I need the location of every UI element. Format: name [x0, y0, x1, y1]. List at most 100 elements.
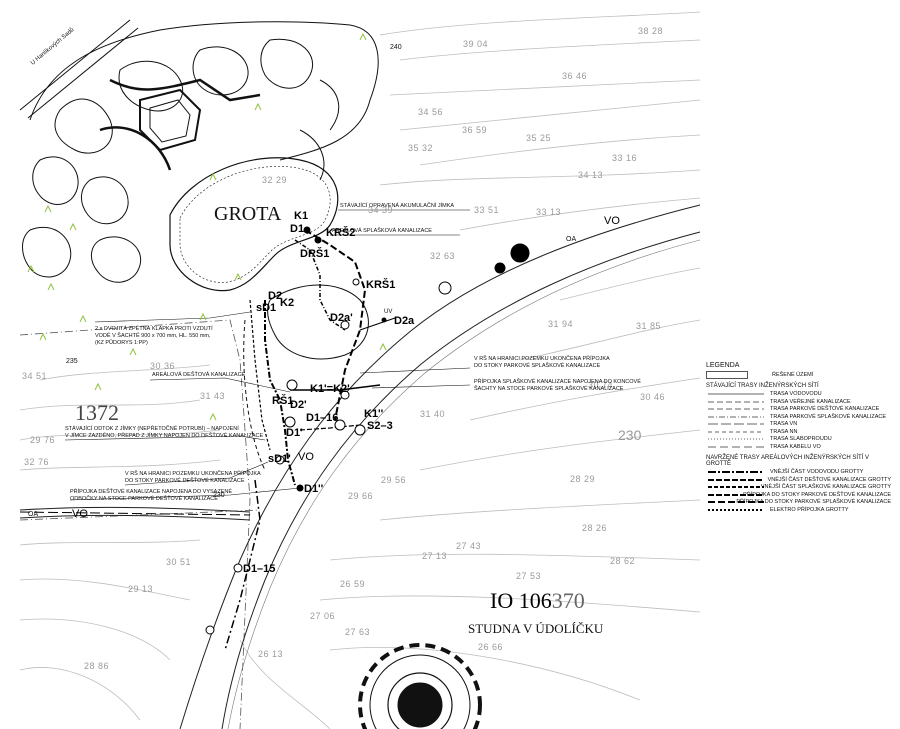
grotto-title: GROTA [214, 203, 282, 225]
legend-line-symbol [706, 492, 764, 498]
legend-text: PŘÍPOJKA DO STOKY PARKOVÉ SPLAŠKOVÉ KANA… [736, 499, 891, 506]
spot-height: 39 04 [463, 39, 489, 49]
road-band [19, 19, 139, 119]
uv-label: UV [384, 309, 393, 315]
annotation-leaders [64, 209, 471, 501]
node-label: sD1' [268, 453, 291, 465]
spot-height: 32 76 [24, 457, 50, 467]
legend-row: TRASA NN [706, 428, 891, 436]
spot-height: 28 86 [84, 661, 110, 671]
legend-row: TRASA KABELU VO [706, 443, 891, 451]
annotation: V RŠ NA HRANICI POZEMKU UKONČENA PŘÍPOJK… [125, 471, 261, 484]
node-label: D2a [394, 315, 415, 327]
io-code-main: IO 106 [490, 588, 552, 613]
legend-text: TRASA SLABOPROUDU [770, 436, 832, 443]
legend-text: TRASA NN [770, 428, 798, 435]
legend-area-symbol [706, 370, 748, 379]
legend-text: TRASA PARKOVÉ SPLAŠKOVÉ KANALIZACE [770, 413, 887, 420]
legend-section-title: NAVRŽENÉ TRASY AREÁLOVÝCH INŽENÝRSKÝCH S… [706, 454, 870, 467]
io-code-old: 370 [551, 588, 585, 613]
node-label: D1–15 [243, 563, 276, 575]
contour-label: 235 [66, 358, 78, 365]
spot-height: 27 43 [456, 541, 482, 551]
spot-height: 34 56 [418, 107, 444, 117]
parcel-boundary [19, 319, 261, 729]
spot-height: 30 36 [150, 361, 176, 371]
legend-line-symbol [706, 477, 764, 483]
node-label: S2–3 [367, 420, 393, 432]
annotation: PŘÍPOJKA SPLAŠKOVÉ KANALIZACE NAPOJENA D… [474, 379, 641, 392]
legend-text: TRASA PARKOVÉ DEŠŤOVÉ KANALIZACE [770, 406, 880, 413]
legend-line-symbol [706, 414, 766, 420]
legend-row: PŘÍPOJKA DO STOKY PARKOVÉ DEŠŤOVÉ KANALI… [706, 491, 891, 499]
legend: LEGENDA ŘEŠENÉ ÚZEMÍ STÁVAJÍCÍ TRASY INŽ… [706, 362, 891, 514]
contour-label: 230 [213, 492, 225, 499]
legend-text: TRASA KABELU VO [770, 443, 821, 450]
node-label: K1'=K2' [310, 383, 350, 395]
legend-row: ŘEŠENÉ ÚZEMÍ [706, 370, 891, 379]
legend-row: TRASA VN [706, 421, 891, 429]
legend-row: VNĚJŠÍ ČÁST SPLAŠKOVÉ KANALIZACE GROTTY [706, 484, 891, 492]
spot-height: 36 46 [562, 71, 588, 81]
spot-height: 31 85 [636, 321, 662, 331]
spot-height: 30 74 [588, 380, 614, 390]
legend-line-symbol [706, 484, 764, 490]
legend-line-symbol [706, 436, 766, 442]
vo-label: VO [604, 215, 620, 227]
spot-height: 26 13 [258, 649, 284, 659]
contour-label: 230 [618, 427, 642, 443]
spot-height: 32 29 [262, 175, 288, 185]
spot-height: 30 46 [640, 392, 666, 402]
legend-line-symbol [706, 469, 766, 475]
legend-line-symbol [706, 429, 766, 435]
legend-line-symbol [706, 391, 766, 397]
legend-text: VNĚJŠÍ ČÁST SPLAŠKOVÉ KANALIZACE GROTTY [760, 484, 891, 491]
node-label: D1'' [304, 483, 324, 495]
node-label: sD1 [256, 302, 277, 314]
spot-height: 34 13 [578, 170, 604, 180]
node-label: KRŠ1 [366, 279, 396, 291]
spot-height: 26 59 [340, 579, 366, 589]
annotation: AREÁLOVÁ DEŠŤOVÁ KANALIZACE [152, 372, 246, 378]
node-label: D1' [286, 427, 303, 439]
annotation: V RŠ NA HRANICI POZEMKU UKONČENA PŘÍPOJK… [474, 356, 610, 369]
manholes [205, 226, 530, 635]
node-label: D1 [290, 223, 305, 235]
spot-height: 33 51 [474, 205, 500, 215]
legend-line-symbol [706, 421, 766, 427]
legend-row: VNĚJŠÍ ČÁST VODOVODU GROTTY [706, 469, 891, 477]
vo-label: VO [72, 508, 88, 520]
oa-label: OA [28, 511, 39, 518]
io-name: STUDNA V ÚDOLÍČKU [468, 621, 604, 636]
spot-height: 26 66 [478, 642, 504, 652]
spot-height: 31 43 [200, 391, 226, 401]
legend-line-symbol [706, 507, 766, 513]
spot-height: 29 76 [30, 435, 56, 445]
spot-height: 33 13 [536, 207, 562, 217]
annotation: STÁVAJÍCÍ OPRAVENÁ AKUMULAČNÍ JÍMKA [340, 203, 455, 209]
annotation: PŘÍPOJKA DEŠŤOVÉ KANALIZACE NAPOJENA DO … [70, 489, 232, 502]
spot-height: 34 51 [22, 371, 48, 381]
spot-height: 35 32 [408, 143, 434, 153]
legend-text: TRASA VODOVODU [770, 391, 822, 398]
round-fountain [358, 643, 482, 729]
spot-height: 30 51 [166, 557, 192, 567]
node-label: D1–16 [306, 412, 339, 424]
node-label: K1'' [364, 408, 384, 420]
rock-formations [22, 21, 379, 283]
legend-line-symbol [706, 444, 766, 450]
spot-height: 27 53 [516, 571, 542, 581]
node-label: K1 [294, 210, 309, 222]
spot-height: 28 62 [610, 556, 636, 566]
contour-lines [19, 11, 701, 729]
spot-height: 28 29 [570, 474, 596, 484]
spot-height: 31 94 [548, 319, 574, 329]
spot-height: 34 39 [368, 205, 394, 215]
legend-text: TRASA VN [770, 421, 798, 428]
spot-height: 32 63 [430, 251, 456, 261]
legend-line-symbol [706, 399, 766, 405]
spot-height: 35 25 [526, 133, 552, 143]
legend-row: TRASA VODOVODU [706, 391, 891, 399]
spot-height: 29 13 [128, 584, 154, 594]
